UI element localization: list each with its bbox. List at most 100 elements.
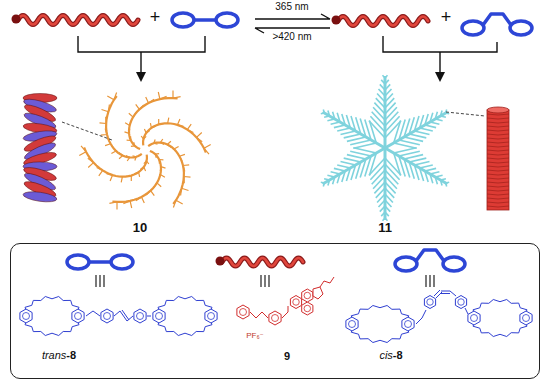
bond	[450, 291, 456, 296]
plus-sign: +	[150, 7, 161, 28]
compound-label: cis-8	[379, 349, 402, 362]
compound-label: trans-8	[42, 349, 76, 362]
leader-line	[446, 112, 485, 116]
arrow-head	[136, 72, 146, 82]
aromatic-circle	[23, 313, 30, 320]
bond	[282, 306, 288, 318]
dendrite-branch	[154, 139, 191, 208]
aromatic-circle	[104, 313, 111, 320]
coil-outline	[222, 258, 303, 266]
coil-body	[338, 17, 428, 26]
benzene-ring	[269, 311, 281, 325]
leader-line	[62, 122, 112, 140]
ring	[395, 257, 417, 271]
forward-harpoon	[255, 14, 330, 19]
linker	[416, 250, 444, 261]
aromatic-circle	[75, 313, 82, 320]
dendrite-branch	[109, 154, 165, 210]
aromatic-circle	[405, 321, 412, 328]
coil-head	[332, 16, 341, 25]
bond	[465, 308, 468, 314]
coil-body	[222, 258, 303, 266]
bond	[127, 316, 133, 321]
aromatic-circle	[240, 309, 247, 316]
benzene-ring	[468, 311, 480, 325]
snowflake-branch	[321, 110, 377, 149]
linker	[89, 260, 111, 264]
dendrite-arm	[148, 143, 184, 205]
cyclopentane	[313, 287, 323, 299]
bond	[86, 311, 100, 316]
compound-number: 10	[133, 221, 147, 236]
bond	[320, 277, 334, 287]
benzene-ring	[402, 317, 414, 331]
fiber-top	[487, 107, 509, 113]
counterion-label: PF₆⁻	[246, 331, 264, 340]
wavelength-label: >420 nm	[272, 31, 311, 43]
benzene-ring	[72, 309, 84, 323]
snowflake-branch	[369, 158, 401, 221]
benzene-ring	[237, 305, 249, 319]
bond	[96, 275, 104, 287]
dendrite-branch	[141, 118, 211, 155]
dendrite-branch	[125, 90, 181, 146]
aromatic-circle	[208, 313, 215, 320]
ring	[510, 21, 532, 35]
ring	[111, 255, 133, 269]
generated-figures	[12, 13, 533, 343]
aromatic-circle	[304, 292, 311, 299]
benzene-ring	[290, 296, 301, 309]
compound-label: 9	[284, 350, 290, 363]
fiber-stripes	[487, 114, 509, 207]
dendrite-branch	[100, 93, 137, 162]
benzene-ring	[205, 309, 217, 323]
aromatic-circle	[156, 313, 163, 320]
aromatic-circle	[272, 315, 279, 322]
benzene-ring	[302, 302, 313, 315]
benzene-ring	[153, 309, 165, 323]
aromatic-circle	[293, 299, 300, 306]
benzene-ring	[455, 296, 466, 309]
bond	[434, 290, 442, 298]
dendrite-branch	[79, 146, 149, 183]
reaction-arrows	[78, 14, 497, 74]
snowflake-branch	[321, 148, 377, 187]
linker	[194, 18, 216, 22]
ring	[67, 255, 89, 269]
plus-sign: +	[441, 7, 452, 28]
bond	[250, 312, 268, 318]
snowflake-branch	[369, 75, 401, 138]
left-bracket	[78, 36, 205, 74]
helix-segment	[23, 190, 58, 204]
ring	[216, 13, 238, 27]
bond	[120, 310, 129, 321]
arrow-head	[435, 72, 445, 82]
linker	[483, 14, 511, 25]
wavelength-label: 365 nm	[275, 1, 308, 13]
benzene-ring	[346, 317, 358, 331]
ring	[462, 21, 484, 35]
bond	[261, 275, 269, 287]
bond	[114, 311, 120, 316]
ring	[172, 13, 194, 27]
aromatic-circle	[471, 315, 478, 322]
benzene-ring	[520, 311, 532, 325]
bond	[147, 316, 151, 317]
benzene-ring	[424, 296, 435, 309]
coil-head	[216, 257, 225, 266]
aromatic-circle	[349, 321, 356, 328]
structure-panel: trans-8 9 PF₆⁻ cis-8	[10, 243, 540, 379]
benzene-ring	[101, 309, 113, 323]
aromatic-circle	[427, 299, 434, 306]
fiber-cylinder	[487, 110, 509, 210]
coil-outline	[18, 16, 138, 25]
aromatic-circle	[304, 305, 311, 312]
benzene-ring	[302, 289, 313, 302]
ring	[443, 257, 465, 271]
bond	[416, 310, 426, 324]
coil-body	[18, 16, 138, 25]
coil-head	[12, 15, 21, 24]
compound-number: 11	[378, 221, 392, 236]
aromatic-circle	[458, 299, 465, 306]
